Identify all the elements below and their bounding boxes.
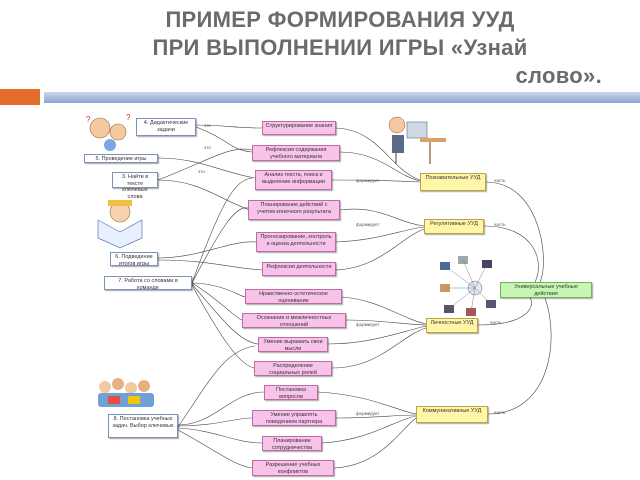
connector (477, 297, 532, 326)
right-box-cognitive: Познавательные УУД (420, 173, 486, 191)
connector (335, 127, 421, 181)
left-box-5: 7. Работа со словами в команде (104, 276, 192, 291)
accent-bar-orange (0, 89, 40, 105)
middle-box-1: Структурирование знания (262, 121, 336, 135)
svg-text:?: ? (126, 113, 131, 122)
connector (191, 284, 255, 369)
connector (157, 259, 263, 271)
middle-box-4: Планирование действий с учетом конечного… (248, 200, 340, 220)
connector (191, 282, 243, 321)
connector (487, 297, 552, 415)
edge-label: формирует (356, 411, 380, 416)
illustration-group-kids (98, 378, 154, 407)
edge-label: часть (494, 222, 506, 227)
edge-label: часть (494, 178, 506, 183)
right-box-personal: Личностные УУД (426, 318, 478, 333)
svg-text:?: ? (86, 115, 91, 124)
connector (335, 226, 425, 243)
left-box-6: 8. Постановка учебных задач. Выбор ключе… (108, 414, 178, 438)
connector (177, 417, 253, 427)
edge-label: это (204, 123, 211, 128)
connector (157, 179, 251, 211)
edge-label: часть (490, 320, 502, 325)
accent-bar-blue (44, 92, 640, 103)
connector (177, 427, 263, 444)
connector (195, 126, 253, 153)
illustration-computer-user (388, 116, 446, 164)
connector (321, 415, 417, 444)
illustration-thinking-kids: ? ? (86, 113, 131, 151)
title-line-1: ПРИМЕР ФОРМИРОВАНИЯ УУД (165, 7, 515, 32)
connector (177, 345, 256, 428)
middle-box-9: Умение выражать свои мысли (258, 337, 328, 352)
green-box-uud: Универсальные учебные действия (500, 282, 592, 298)
connector (339, 151, 421, 182)
middle-box-6: Рефлексия деятельности (262, 262, 336, 276)
page-title: ПРИМЕР ФОРМИРОВАНИЯ УУД ПРИ ВЫПОЛНЕНИИ И… (60, 6, 620, 90)
edge-label: это (198, 169, 205, 174)
title-line-3: слово». (515, 63, 602, 88)
illustration-network-icons (440, 256, 496, 316)
edge-label: это (204, 145, 211, 150)
connector (191, 282, 246, 298)
connector (331, 179, 421, 183)
connector (341, 296, 427, 325)
left-box-4: 6. Подведение итогов игры (110, 252, 158, 267)
connector (331, 327, 427, 369)
connector (339, 208, 425, 227)
middle-box-8: Осознание и межличностных отношений (242, 313, 346, 328)
connector (195, 124, 263, 129)
connector (191, 283, 259, 345)
connector (483, 225, 539, 283)
right-box-regulatory: Регулятивные УУД (424, 219, 484, 234)
edge-label: формирует (356, 178, 380, 183)
right-box-communicative: Коммуникативные УУД (416, 406, 488, 423)
middle-box-13: Планирование сотрудничества (262, 436, 322, 451)
edge-label: формирует (356, 322, 380, 327)
middle-box-14: Разрешение учебных конфликтов (252, 460, 334, 476)
edge-label: формирует (356, 222, 380, 227)
left-box-2: 5. Проведение игры (84, 154, 158, 163)
middle-box-2: Рефлексия содержания учебного материала (252, 145, 340, 161)
illustration-boy-reading (97, 200, 143, 249)
connector (157, 148, 253, 181)
connector (345, 319, 427, 326)
middle-box-12: Умение управлять поведением партнера (252, 410, 336, 426)
left-box-1: 4. Дидактические задачи (136, 118, 196, 136)
connector (335, 414, 417, 419)
middle-box-3: Анализ текста, поиск и выделение информа… (255, 170, 332, 190)
connector (317, 391, 417, 415)
middle-box-5: Прогнозирование, контроль и оценка деяте… (256, 232, 336, 252)
left-box-3: 3. Найти в тексте ключевые слова (112, 172, 158, 200)
connector (157, 241, 257, 259)
title-line-2: ПРИ ВЫПОЛНЕНИИ ИГРЫ «Узнай (152, 35, 528, 60)
edge-label: часть (494, 410, 506, 415)
middle-box-10: Распределение социальных ролей (254, 361, 332, 376)
connector (191, 207, 249, 284)
connector (177, 391, 265, 426)
connector (157, 157, 256, 179)
connector (485, 181, 544, 283)
connector (327, 325, 427, 345)
connector (333, 417, 417, 469)
connector (177, 429, 253, 469)
connector (335, 228, 425, 271)
middle-box-11: Постановка вопросов (264, 385, 318, 400)
middle-box-7: Нравственно-эстетическое оценивание (245, 289, 342, 304)
connector (191, 177, 253, 284)
